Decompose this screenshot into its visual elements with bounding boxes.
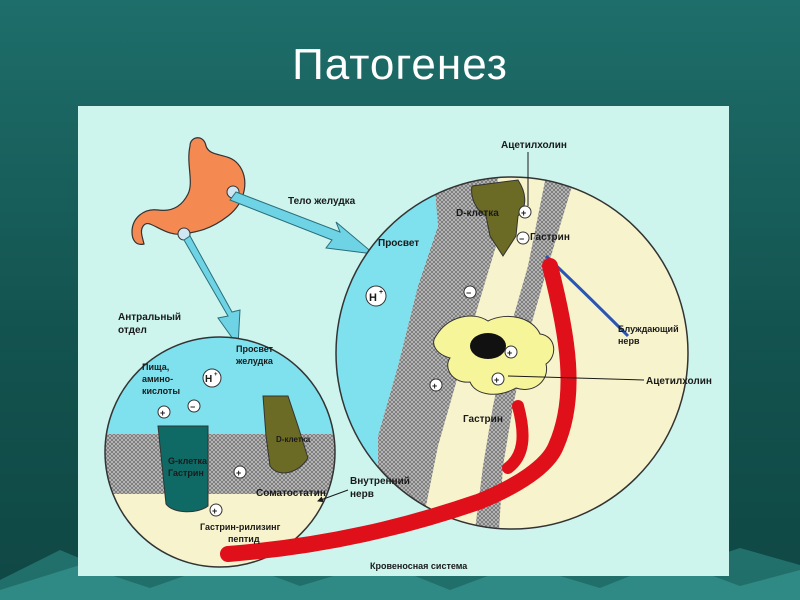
stomach-illustration	[132, 138, 245, 245]
receptor-plus-label: +	[160, 408, 165, 418]
label-grp-1: Гастрин-рилизинг	[200, 522, 281, 532]
label-d-cell-small: D-клетка	[276, 435, 311, 444]
h-ion-sup-small: +	[214, 372, 218, 378]
label-gastrin-top: Гастрин	[530, 232, 570, 243]
label-antrum-1: Антральный	[118, 312, 181, 323]
projection-arrow-antrum	[184, 236, 240, 346]
slide-title: Патогенез	[0, 40, 800, 90]
label-d-cell-big: D-клетка	[456, 208, 499, 219]
label-gastric-lumen-2: желудка	[235, 356, 274, 366]
receptor-minus-label: −	[466, 288, 471, 298]
receptor-plus-label: +	[236, 468, 241, 478]
label-acetylcholine-right: Ацетилхолин	[646, 376, 712, 387]
label-food-2: амино-	[142, 374, 173, 384]
pathogenesis-diagram: Тело желудка Антральный отдел Ацетилхоли…	[78, 106, 729, 576]
label-blood-system: Кровеносная система	[370, 561, 468, 571]
receptor-plus-label: +	[507, 348, 512, 358]
receptor-plus-label: +	[494, 375, 499, 385]
label-g-cell-1: G-клетка	[168, 456, 208, 466]
label-antrum-2: отдел	[118, 325, 147, 336]
diagram-panel: Тело желудка Антральный отдел Ацетилхоли…	[78, 106, 729, 576]
receptor-plus-label: +	[432, 381, 437, 391]
label-stomach-body: Тело желудка	[288, 196, 356, 207]
h-ion-sup: +	[379, 289, 383, 296]
label-food-1: Пища,	[142, 362, 169, 372]
label-acetylcholine-top: Ацетилхолин	[501, 140, 567, 151]
label-lumen: Просвет	[378, 238, 419, 249]
label-internal-nerve-1: Внутренний	[350, 476, 410, 487]
receptor-plus-label: +	[212, 506, 217, 516]
label-food-3: кислоты	[142, 386, 180, 396]
receptor-minus-label: −	[519, 234, 524, 244]
label-internal-nerve-2: нерв	[350, 489, 374, 500]
label-gastric-lumen-1: Просвет	[236, 344, 274, 354]
receptor-minus-label: −	[190, 402, 195, 412]
h-ion-label: H	[369, 292, 377, 304]
h-ion-label-small: H	[205, 374, 212, 385]
label-somatostatin: Соматостатин	[256, 488, 326, 499]
label-grp-2: пептид	[228, 534, 260, 544]
label-g-cell-2: Гастрин	[168, 468, 204, 478]
label-vagus-2: нерв	[618, 336, 640, 346]
label-gastrin-bottom: Гастрин	[463, 414, 503, 425]
receptor-plus-label: +	[521, 208, 526, 218]
label-vagus-1: Блуждающий	[618, 324, 679, 334]
